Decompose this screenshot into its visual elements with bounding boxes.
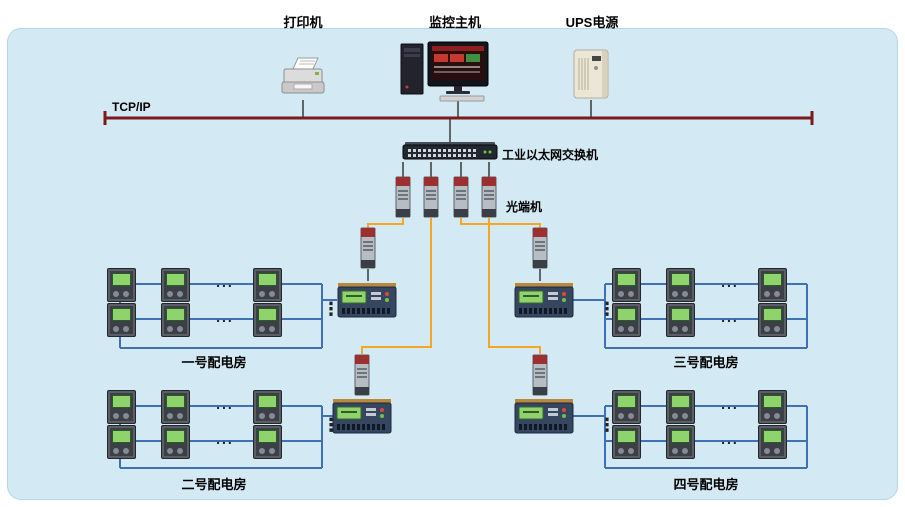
fiber-transceiver-icon xyxy=(422,176,440,218)
power-meter-icon xyxy=(107,425,136,459)
power-meter-icon xyxy=(161,390,190,424)
power-meter-icon xyxy=(161,268,190,302)
room1-meter-group: ... ... 一号配电房 xyxy=(105,266,323,376)
room1-label: 一号配电房 xyxy=(181,355,247,370)
power-meter-icon xyxy=(666,390,695,424)
fiber-transceiver-icon xyxy=(353,354,371,396)
power-meter-icon xyxy=(612,268,641,302)
transceiver-label: 光端机 xyxy=(506,200,543,214)
room3-label: 三号配电房 xyxy=(673,355,739,370)
room4-label: 四号配电房 xyxy=(673,477,739,492)
fiber-transceiver-icon xyxy=(531,227,549,269)
power-meter-icon xyxy=(253,268,282,302)
tcpip-bus-label: TCP/IP xyxy=(112,100,151,114)
power-meter-icon xyxy=(253,425,282,459)
monitor-host-label: 监控主机 xyxy=(428,15,481,30)
ups-icon xyxy=(573,49,609,99)
more-meters-ellipsis: ... xyxy=(721,309,739,325)
more-meters-ellipsis: ... xyxy=(216,309,234,325)
fiber-transceiver-icon xyxy=(480,176,498,218)
more-meters-ellipsis: ... xyxy=(216,396,234,412)
power-meter-icon xyxy=(758,303,787,337)
room2-meter-group: ... ... 二号配电房 xyxy=(105,388,323,498)
power-meter-icon xyxy=(612,425,641,459)
power-meter-icon xyxy=(758,268,787,302)
fiber-transceiver-icon xyxy=(394,176,412,218)
fiber-transceiver-icon xyxy=(531,354,549,396)
power-meter-icon xyxy=(666,425,695,459)
fiber-transceiver-icon xyxy=(452,176,470,218)
monitor-host-icon xyxy=(400,41,489,102)
power-meter-icon xyxy=(612,303,641,337)
fiber-transceiver-icon xyxy=(359,227,377,269)
printer-label: 打印机 xyxy=(283,15,323,30)
room4-meter-group: ... ... 四号配电房 xyxy=(605,388,807,498)
data-collector-icon xyxy=(514,397,574,435)
more-branches-ellipsis: ⋮ xyxy=(598,299,616,319)
power-meter-icon xyxy=(107,268,136,302)
power-meter-icon xyxy=(666,303,695,337)
power-meter-icon xyxy=(161,303,190,337)
more-branches-ellipsis: ⋮ xyxy=(322,299,340,319)
printer-icon xyxy=(281,57,325,94)
power-meter-icon xyxy=(161,425,190,459)
more-meters-ellipsis: ... xyxy=(216,431,234,447)
room3-meter-group: ... ... 三号配电房 xyxy=(605,266,807,376)
data-collector-icon xyxy=(332,397,392,435)
more-meters-ellipsis: ... xyxy=(216,274,234,290)
more-meters-ellipsis: ... xyxy=(721,431,739,447)
data-collector-icon xyxy=(514,281,574,319)
power-meter-icon xyxy=(253,390,282,424)
switch-label: 工业以太网交换机 xyxy=(502,148,599,162)
room2-label: 二号配电房 xyxy=(181,477,247,492)
more-branches-ellipsis: ⋮ xyxy=(322,415,340,435)
ethernet-switch-icon xyxy=(402,142,498,160)
power-meter-icon xyxy=(107,303,136,337)
power-meter-icon xyxy=(107,390,136,424)
more-meters-ellipsis: ... xyxy=(721,396,739,412)
more-meters-ellipsis: ... xyxy=(721,274,739,290)
ups-label: UPS电源 xyxy=(565,15,619,30)
more-branches-ellipsis: ⋮ xyxy=(598,415,616,435)
power-meter-icon xyxy=(758,425,787,459)
data-collector-icon xyxy=(337,281,397,319)
power-meter-icon xyxy=(253,303,282,337)
power-meter-icon xyxy=(666,268,695,302)
power-meter-icon xyxy=(612,390,641,424)
power-meter-icon xyxy=(758,390,787,424)
